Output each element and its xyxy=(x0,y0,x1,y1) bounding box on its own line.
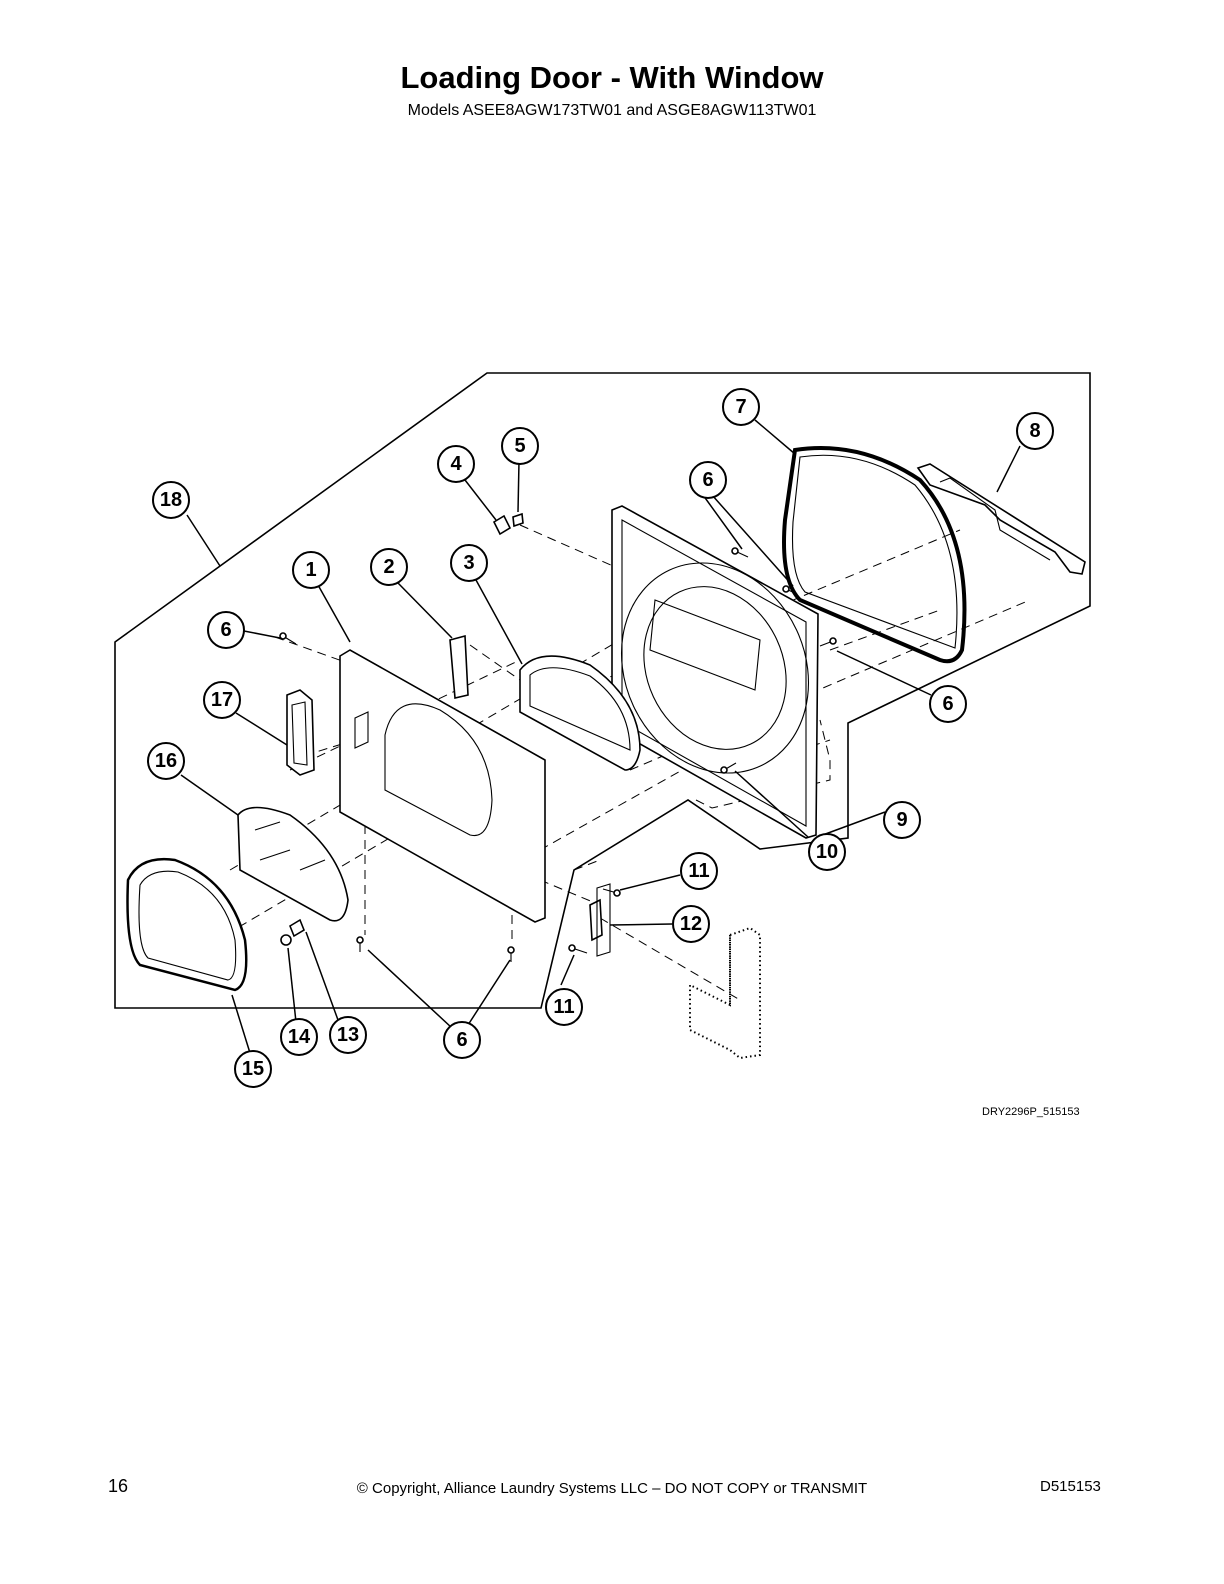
svg-text:4: 4 xyxy=(450,453,462,475)
callout-17: 17 xyxy=(203,681,241,719)
callout-18: 18 xyxy=(152,481,190,519)
callout-15: 15 xyxy=(234,1050,272,1088)
window-glass xyxy=(237,806,349,922)
window-frame xyxy=(519,655,641,771)
callout-3: 3 xyxy=(450,544,488,582)
callout-11-bottom: 11 xyxy=(545,988,583,1026)
door-hinge xyxy=(589,883,611,957)
callout-16: 16 xyxy=(147,742,185,780)
svg-text:7: 7 xyxy=(735,396,746,418)
svg-text:10: 10 xyxy=(816,841,838,863)
callout-12: 12 xyxy=(672,905,710,943)
svg-text:6: 6 xyxy=(220,619,231,641)
door-handle xyxy=(916,463,1086,575)
page-subtitle: Models ASEE8AGW173TW01 and ASGE8AGW113TW… xyxy=(407,102,817,119)
callout-10: 10 xyxy=(808,833,846,871)
svg-text:14: 14 xyxy=(288,1026,311,1048)
callout-1: 1 xyxy=(292,551,330,589)
svg-text:6: 6 xyxy=(702,469,713,491)
svg-text:17: 17 xyxy=(211,689,233,711)
outer-window-ring xyxy=(126,857,248,992)
svg-text:8: 8 xyxy=(1029,420,1040,442)
assembly-boundary xyxy=(114,372,1091,1009)
callout-2: 2 xyxy=(370,548,408,586)
svg-text:12: 12 xyxy=(680,913,702,935)
svg-text:18: 18 xyxy=(160,489,182,511)
svg-text:11: 11 xyxy=(688,860,709,882)
svg-text:6: 6 xyxy=(456,1029,467,1051)
svg-text:9: 9 xyxy=(896,809,907,831)
svg-text:6: 6 xyxy=(942,693,953,715)
svg-text:11: 11 xyxy=(553,996,574,1018)
cabinet-hinge-bracket xyxy=(689,926,761,1060)
callout-8: 8 xyxy=(1016,412,1054,450)
leader-lines xyxy=(180,419,1021,1054)
svg-text:13: 13 xyxy=(337,1024,359,1046)
svg-text:5: 5 xyxy=(514,435,525,457)
svg-text:15: 15 xyxy=(242,1058,264,1080)
callout-7: 7 xyxy=(722,388,760,426)
callout-13: 13 xyxy=(329,1016,367,1054)
svg-text:2: 2 xyxy=(383,556,394,578)
callout-5: 5 xyxy=(501,427,539,465)
callout-4: 4 xyxy=(437,445,475,483)
inner-door-panel xyxy=(611,505,819,839)
svg-text:16: 16 xyxy=(155,750,177,772)
drawing-code: DRY2296P_515153 xyxy=(982,1106,1080,1118)
strike-bracket xyxy=(449,634,469,699)
callout-6-bottom: 6 xyxy=(443,1021,481,1059)
callout-11-top: 11 xyxy=(680,852,718,890)
callout-9: 9 xyxy=(883,801,921,839)
page-title: Loading Door - With Window xyxy=(400,60,824,95)
callout-6-top: 6 xyxy=(689,461,727,499)
document-number: D515153 xyxy=(1040,1478,1101,1495)
callout-6-right: 6 xyxy=(929,685,967,723)
callout-14: 14 xyxy=(280,1018,318,1056)
callout-6-left: 6 xyxy=(207,611,245,649)
hinge-area-outline xyxy=(573,719,831,871)
handle-recess xyxy=(286,689,315,776)
copyright-notice: © Copyright, Alliance Laundry Systems LL… xyxy=(356,1480,868,1497)
page-number: 16 xyxy=(108,1476,129,1496)
small-hardware xyxy=(279,512,837,962)
svg-text:1: 1 xyxy=(305,559,316,581)
outer-door-panel xyxy=(339,649,546,923)
svg-text:3: 3 xyxy=(463,552,474,574)
door-gasket xyxy=(782,446,967,664)
